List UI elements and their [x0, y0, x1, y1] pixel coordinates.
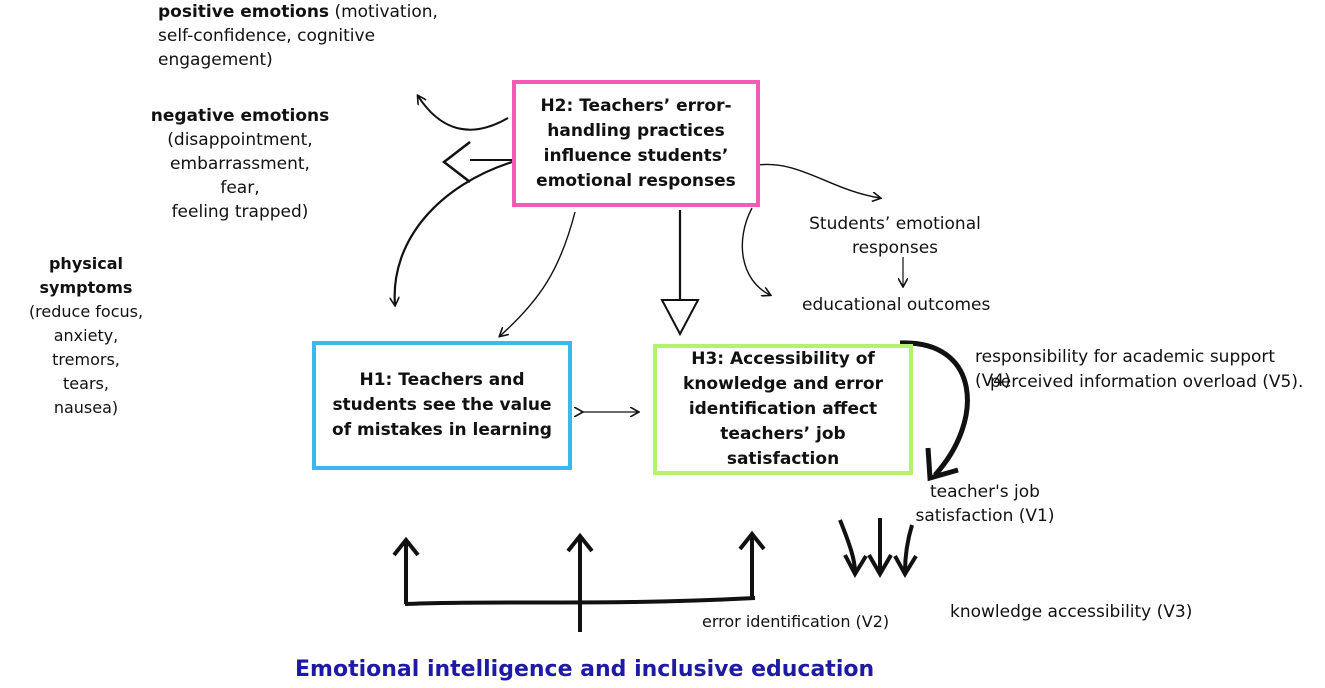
h2-text: H2: Teachers’ error-handling practices i…: [536, 95, 736, 191]
physical-symptoms-label: physical symptoms: [39, 254, 133, 297]
v4-note: responsibility for academic support (V4): [975, 347, 1276, 391]
negative-emotions-line: embarrassment,: [170, 154, 310, 174]
v1-note: teacher's job satisfaction (V1): [910, 480, 1060, 528]
arrow-h2-to-h1: [500, 211, 576, 336]
bracket-base: [404, 596, 756, 606]
up-arrow-head-middle: [566, 532, 594, 553]
h1-box: H1: Teachers and students see the value …: [312, 341, 572, 470]
arrow-h2-to-positive: [418, 96, 509, 131]
up-arrow-head-h1: [392, 536, 420, 557]
positive-emotions-label: positive emotions: [158, 2, 330, 22]
negative-emotions-line: fear,: [220, 178, 260, 198]
arrow-h3-to-v1: [899, 340, 970, 477]
students-emotional-line: Students’ emotional: [809, 214, 981, 234]
educational-outcomes-note: educational outcomes: [802, 295, 991, 315]
v5-note: perceived information overload (V5).: [990, 372, 1304, 392]
negative-emotions-note: negative emotions (disappointment, embar…: [140, 104, 340, 224]
students-emotional-responses-note: Students’ emotional responses: [800, 212, 990, 260]
positive-emotions-detail-3: engagement): [158, 50, 273, 70]
students-emotional-line: responses: [851, 238, 939, 258]
negative-emotions-line: feeling trapped): [171, 202, 309, 222]
physical-symptoms-line: (reduce focus,: [28, 302, 144, 321]
arrow-head-h3: [660, 299, 700, 337]
arrow-down-3: [903, 524, 914, 573]
v2-note: error identification (V2): [702, 612, 890, 631]
up-arrow-head-h3: [738, 530, 766, 551]
h3-text: H3: Accessibility of knowledge and error…: [683, 349, 883, 469]
negative-emotions-line: (disappointment,: [167, 130, 313, 150]
physical-symptoms-line: anxiety,: [53, 326, 119, 345]
h1-text: H1: Teachers and students see the value …: [332, 370, 552, 440]
arrow-head-down-1: [843, 554, 868, 579]
v1-line: teacher's job: [930, 482, 1040, 502]
v3-note: knowledge accessibility (V3): [950, 602, 1193, 622]
arrow-head-v1: [925, 447, 959, 482]
arrow-h2-to-outcomes: [741, 207, 770, 295]
physical-symptoms-line: nausea): [53, 398, 119, 417]
positive-emotions-note: positive emotions (motivation, self-conf…: [158, 0, 458, 72]
arrow-head-down-3: [893, 554, 918, 578]
arrow-head-negative: [441, 141, 471, 183]
footer-title: Emotional intelligence and inclusive edu…: [295, 657, 875, 682]
arrow-head-down-2: [867, 553, 893, 578]
physical-symptoms-line: tears,: [63, 374, 109, 393]
negative-emotions-label: negative emotions: [150, 106, 330, 126]
h3-box: H3: Accessibility of knowledge and error…: [653, 344, 913, 475]
arrow-down-1: [838, 519, 857, 573]
physical-symptoms-line: tremors,: [52, 350, 120, 369]
positive-emotions-detail-2: self-confidence, cognitive: [158, 26, 376, 46]
physical-symptoms-note: physical symptoms (reduce focus, anxiety…: [0, 252, 172, 420]
arrow-h2-to-students: [757, 163, 880, 198]
arrow-h2-to-h1-left: [395, 160, 513, 305]
positive-emotions-detail-1: (motivation,: [329, 2, 438, 22]
h2-box: H2: Teachers’ error-handling practices i…: [512, 80, 760, 207]
v1-line: satisfaction (V1): [915, 506, 1055, 526]
